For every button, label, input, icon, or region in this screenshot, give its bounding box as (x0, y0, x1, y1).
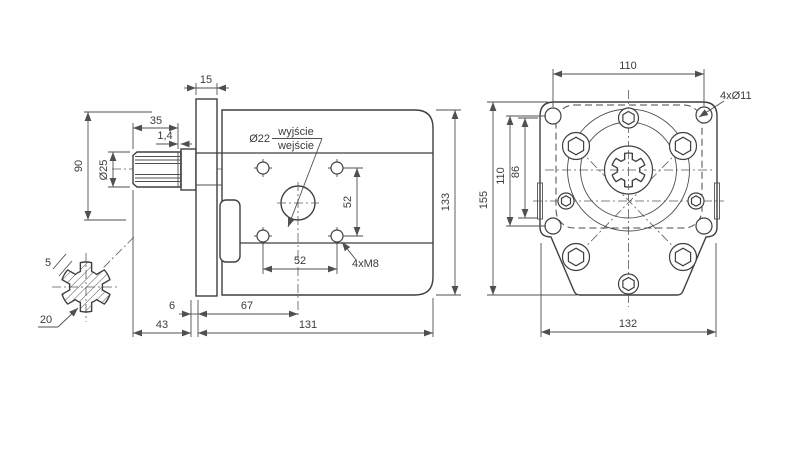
shaft-collar (180, 148, 197, 191)
dim-label-d22: Ø22 (249, 133, 270, 145)
dim-label-155: 155 (478, 191, 490, 209)
dim-label-35: 35 (150, 115, 162, 127)
edge-slot (537, 182, 543, 220)
dim-133: 133 (436, 109, 461, 296)
dim-label-6: 6 (169, 300, 175, 312)
dim-label-15: 15 (200, 74, 212, 86)
dim-35: 35 (132, 115, 179, 149)
dim-label-52v: 52 (342, 196, 354, 208)
dim-d25: Ø25 (98, 151, 130, 188)
dim-52-horizontal: 52 (262, 243, 338, 274)
mounting-hole (544, 217, 562, 235)
dim-label-4xD11: 4xØ11 (720, 90, 752, 102)
shaft-spline-lines (135, 152, 181, 187)
dim-label-110-top: 110 (619, 60, 637, 72)
hex-bolt-small (687, 192, 705, 210)
dim-label-67: 67 (241, 300, 253, 312)
dim-5: 5 (45, 253, 73, 277)
dim-110-side: 110 (495, 115, 546, 227)
callout-4xM8: 4xM8 (341, 241, 379, 270)
dim-43: 43 (132, 190, 191, 337)
dim-1-4: 1,4 (156, 130, 192, 148)
hex-bolt-large (561, 131, 591, 161)
spline-shaft-section (61, 261, 111, 313)
hex-bolt-small (557, 192, 575, 210)
hex-bolt-top (617, 107, 640, 129)
dim-label-5: 5 (45, 257, 51, 269)
flange-plate (195, 98, 218, 297)
dim-label-4xM8: 4xM8 (352, 258, 379, 270)
dim-label-90: 90 (73, 160, 85, 172)
dim-86: 86 (510, 117, 538, 219)
dim-132: 132 (540, 243, 717, 337)
port-label-in: wejście (277, 140, 314, 152)
edge-slot (714, 182, 720, 220)
dim-131: 131 (198, 298, 434, 337)
dim-90: 90 (73, 112, 92, 220)
callout-4xD11: 4xØ11 (698, 90, 752, 118)
mounting-hole (695, 217, 713, 235)
port-label-out: wyjście (277, 126, 313, 138)
dim-15: 15 (184, 74, 229, 95)
dim-label-1-4: 1,4 (157, 130, 172, 142)
dim-label-20: 20 (40, 314, 52, 326)
mounting-hole (544, 107, 562, 125)
side-view: 15 35 1,4 Ø25 90 Ø22 wyjście wejś (73, 74, 461, 337)
dim-label-d25: Ø25 (98, 160, 110, 181)
dim-label-110-side: 110 (495, 167, 507, 185)
dim-label-131: 131 (299, 319, 317, 331)
hex-bolt-large (668, 131, 698, 161)
front-view: 110 4xØ11 155 110 86 132 (478, 60, 752, 337)
mounting-hole (695, 106, 713, 124)
hex-bolt-large (561, 242, 591, 272)
dim-label-52h: 52 (294, 255, 306, 267)
dim-label-133: 133 (440, 193, 452, 211)
dim-20: 20 (38, 307, 79, 328)
dim-155: 155 (478, 101, 577, 296)
side-boss (219, 199, 241, 263)
dim-110-top: 110 (552, 60, 705, 107)
dim-67: 67 (198, 300, 298, 318)
port-callout: Ø22 wyjście wejście (249, 126, 323, 228)
hex-bolt-large (668, 242, 698, 272)
dim-label-132: 132 (619, 318, 637, 330)
dim-52-vertical: 52 (342, 167, 363, 237)
dim-label-86: 86 (510, 166, 522, 178)
dim-label-43: 43 (156, 319, 168, 331)
hidden-body-outline (555, 104, 703, 229)
dim-6: 6 (169, 300, 199, 337)
hex-bolt-bottom (617, 273, 640, 295)
spline-section-view: 5 20 (38, 236, 135, 328)
pump-body (221, 109, 434, 296)
